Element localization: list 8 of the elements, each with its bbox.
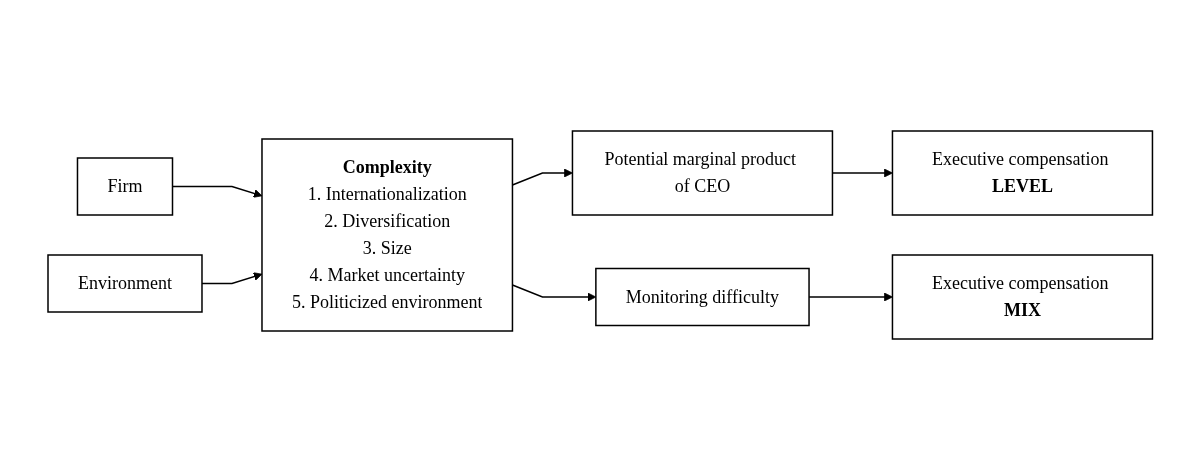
node-box: Complexity 1. Internationalization 2. Diversification 3. Size 4. Market uncertainty 5. Politicized environment xyxy=(261,138,513,332)
node-box: Potential marginal product of CEO xyxy=(571,130,833,216)
arrow xyxy=(808,292,893,302)
node-box: Environment xyxy=(47,254,203,313)
node-box: Executive compensation MIX xyxy=(891,254,1153,340)
node-box: Monitoring difficulty xyxy=(594,267,810,327)
node-box: Executive compensation LEVEL xyxy=(891,130,1153,216)
node-box: Firm xyxy=(76,157,173,216)
